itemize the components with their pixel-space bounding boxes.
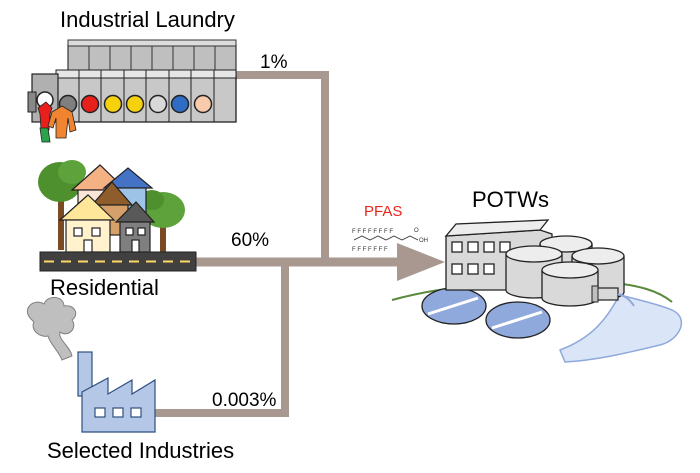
- washer-door: [125, 94, 145, 114]
- residential-group: [38, 160, 197, 272]
- industries-percent: 0.003%: [212, 390, 277, 411]
- smoke-icon: [26, 297, 77, 361]
- washer-door: [170, 94, 190, 114]
- residential-percent: 60%: [231, 230, 269, 251]
- washer-door: [80, 94, 100, 114]
- flow-pipes: [155, 71, 405, 417]
- road-icon: [39, 251, 197, 272]
- laundry-percent: 1%: [260, 52, 288, 73]
- clothes-icon: [37, 101, 77, 143]
- settling-ponds: [421, 287, 551, 339]
- treatment-plant-icon: [391, 219, 683, 363]
- pfas-molecule-icon: F F F F F F F F F F F F F F F OH O: [352, 228, 428, 253]
- flow-arrowhead: [397, 243, 445, 281]
- laundry-label: Industrial Laundry: [60, 7, 235, 32]
- industries-label: Selected Industries: [47, 438, 234, 463]
- svg-text:O: O: [414, 228, 419, 234]
- laundry-pipe: [232, 71, 329, 262]
- svg-text:F F F F F F F: F F F F F F F: [352, 247, 388, 253]
- industries-group: [26, 297, 156, 433]
- washer-front-row: [35, 69, 237, 123]
- svg-text:F F F F F F F F: F F F F F F F F: [352, 229, 393, 235]
- factory-icon: [77, 351, 156, 433]
- washer-door: [193, 94, 213, 114]
- storage-tanks: [505, 235, 625, 307]
- washer-door: [148, 94, 168, 114]
- residential-label: Residential: [50, 275, 159, 300]
- svg-text:OH: OH: [419, 238, 428, 244]
- pfas-label: PFAS: [364, 203, 402, 220]
- potws-label: POTWs: [472, 187, 549, 212]
- industries-pipe: [155, 262, 289, 417]
- house-icon: [58, 164, 156, 253]
- water-outflow: [559, 294, 683, 363]
- laundry-group: [27, 39, 237, 143]
- washer-door: [103, 94, 123, 114]
